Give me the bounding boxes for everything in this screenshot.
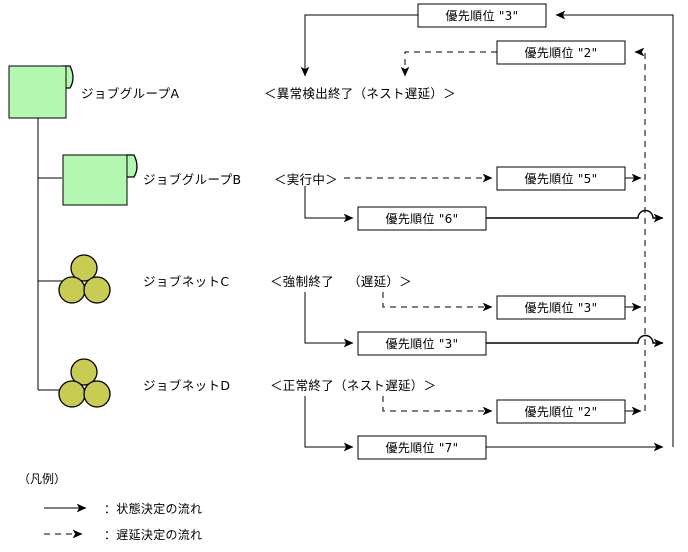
priority-box-label: 優先順位 "7" bbox=[386, 440, 459, 455]
priority-box-label: 優先順位 "3" bbox=[446, 8, 519, 23]
node-label-net-d: ジョブネットD bbox=[143, 378, 230, 393]
node-label-group-b: ジョブグループB bbox=[143, 172, 242, 187]
priority-box-label: 優先順位 "6" bbox=[386, 211, 459, 226]
job-group-icon bbox=[8, 65, 74, 119]
delay-flow-net-c bbox=[382, 292, 493, 312]
legend-entry-status: ：状態決定の流れ bbox=[44, 501, 202, 516]
job-group-icon bbox=[62, 154, 138, 206]
status-return-net-c bbox=[486, 334, 664, 348]
state-label-net-d: ＜正常終了（ネスト遅延）＞ bbox=[270, 378, 436, 393]
legend-label-delay: ：遅延決定の流れ bbox=[104, 527, 202, 542]
status-bus-vertical bbox=[555, 10, 674, 447]
state-label-group-a: ＜異常検出終了（ネスト遅延）＞ bbox=[264, 86, 456, 101]
status-flow-net-c bbox=[304, 292, 354, 348]
legend-entry-delay: ：遅延決定の流れ bbox=[44, 527, 202, 542]
state-label-group-b: ＜実行中＞ bbox=[274, 172, 338, 187]
priority-box-label: 優先順位 "3" bbox=[386, 336, 459, 351]
state-label-net-c-main: ＜強制終了 bbox=[270, 274, 334, 289]
status-flow-group-a bbox=[300, 14, 418, 77]
legend-label-status: ：状態決定の流れ bbox=[104, 501, 202, 516]
status-flow-net-d bbox=[304, 396, 354, 452]
delay-flow-net-d bbox=[382, 396, 493, 416]
priority-box-label: 優先順位 "2" bbox=[525, 404, 598, 419]
priority-box-label: 優先順位 "5" bbox=[525, 171, 598, 186]
status-flow-group-b bbox=[304, 186, 354, 223]
job-net-icon bbox=[58, 358, 111, 408]
node-label-group-a: ジョブグループA bbox=[81, 86, 180, 101]
job-net-icon bbox=[58, 254, 111, 304]
node-label-net-c: ジョブネットC bbox=[143, 274, 230, 289]
priority-box-label: 優先順位 "3" bbox=[525, 300, 598, 315]
priority-box-label: 優先順位 "2" bbox=[525, 45, 598, 60]
state-label-net-c-delay: （遅延）＞ bbox=[348, 274, 412, 289]
legend-title: （凡例） bbox=[18, 472, 66, 486]
status-return-group-b bbox=[486, 209, 664, 223]
delay-flow-group-a bbox=[400, 51, 497, 77]
delay-bus-vertical bbox=[634, 47, 646, 411]
